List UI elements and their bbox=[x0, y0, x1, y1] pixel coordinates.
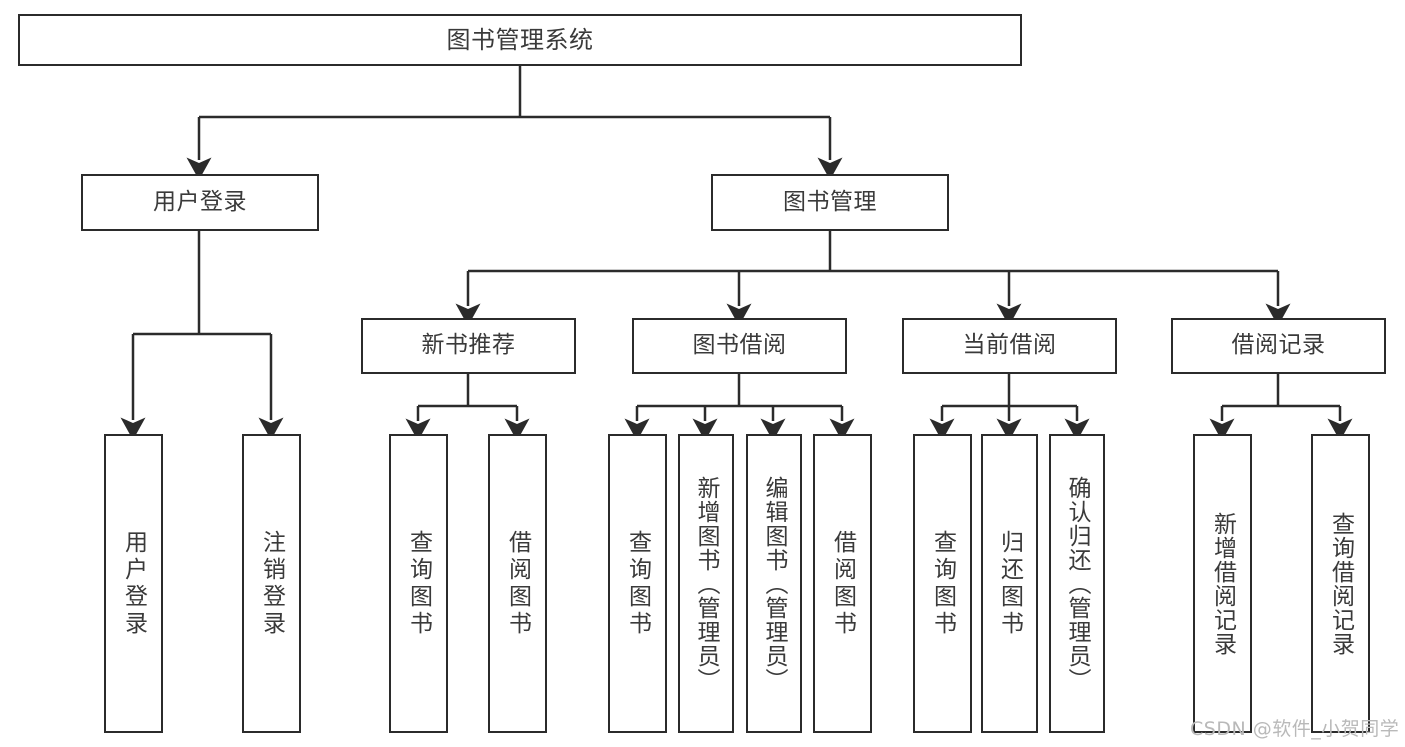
leaf-borrow-record-query[interactable]: 查询借阅记录 bbox=[1311, 434, 1370, 733]
leaf-new-book-borrow[interactable]: 借阅图书 bbox=[488, 434, 547, 733]
node-label: 确认归还（管理员） bbox=[1064, 475, 1090, 692]
leaf-book-borrow-edit-admin[interactable]: 编辑图书（管理员） bbox=[746, 434, 802, 733]
node-label: 新增图书（管理员） bbox=[693, 475, 719, 692]
node-label: 查询借阅记录 bbox=[1327, 511, 1354, 656]
leaf-user-login-logout[interactable]: 注销登录 bbox=[242, 434, 301, 733]
node-borrow-record[interactable]: 借阅记录 bbox=[1171, 318, 1386, 374]
node-label: 注销登录 bbox=[258, 529, 285, 638]
node-book-borrow[interactable]: 图书借阅 bbox=[632, 318, 847, 374]
leaf-new-book-query[interactable]: 查询图书 bbox=[389, 434, 448, 733]
node-label: 图书借阅 bbox=[692, 332, 787, 359]
leaf-book-borrow-query[interactable]: 查询图书 bbox=[608, 434, 667, 733]
node-current-borrow[interactable]: 当前借阅 bbox=[902, 318, 1117, 374]
leaf-current-borrow-query[interactable]: 查询图书 bbox=[913, 434, 972, 733]
csdn-watermark: CSDN @软件_小贺同学 bbox=[1190, 718, 1400, 740]
node-label: 图书管理系统 bbox=[446, 25, 594, 54]
node-label: 编辑图书（管理员） bbox=[761, 475, 787, 692]
node-label: 新书推荐 bbox=[421, 332, 516, 359]
node-label: 查询图书 bbox=[929, 529, 956, 638]
node-book-management[interactable]: 图书管理 bbox=[711, 174, 949, 231]
leaf-current-borrow-confirm-admin[interactable]: 确认归还（管理员） bbox=[1049, 434, 1105, 733]
node-new-book-recommend[interactable]: 新书推荐 bbox=[361, 318, 576, 374]
node-label: 借阅图书 bbox=[829, 529, 856, 638]
node-user-login[interactable]: 用户登录 bbox=[81, 174, 319, 231]
node-label: 借阅图书 bbox=[504, 529, 531, 638]
leaf-book-borrow-add-admin[interactable]: 新增图书（管理员） bbox=[678, 434, 734, 733]
node-label: 新增借阅记录 bbox=[1209, 511, 1236, 656]
leaf-user-login-login[interactable]: 用户登录 bbox=[104, 434, 163, 733]
node-label: 查询图书 bbox=[624, 529, 651, 638]
node-label: 借阅记录 bbox=[1231, 332, 1326, 359]
node-label: 当前借阅 bbox=[962, 332, 1057, 359]
node-label: 归还图书 bbox=[996, 529, 1023, 638]
node-root-book-management-system[interactable]: 图书管理系统 bbox=[18, 14, 1022, 66]
leaf-book-borrow-borrow[interactable]: 借阅图书 bbox=[813, 434, 872, 733]
node-label: 查询图书 bbox=[405, 529, 432, 638]
leaf-current-borrow-return[interactable]: 归还图书 bbox=[981, 434, 1038, 733]
node-label: 图书管理 bbox=[783, 188, 877, 215]
node-label: 用户登录 bbox=[153, 188, 247, 215]
node-label: 用户登录 bbox=[120, 529, 147, 638]
leaf-borrow-record-add[interactable]: 新增借阅记录 bbox=[1193, 434, 1252, 733]
